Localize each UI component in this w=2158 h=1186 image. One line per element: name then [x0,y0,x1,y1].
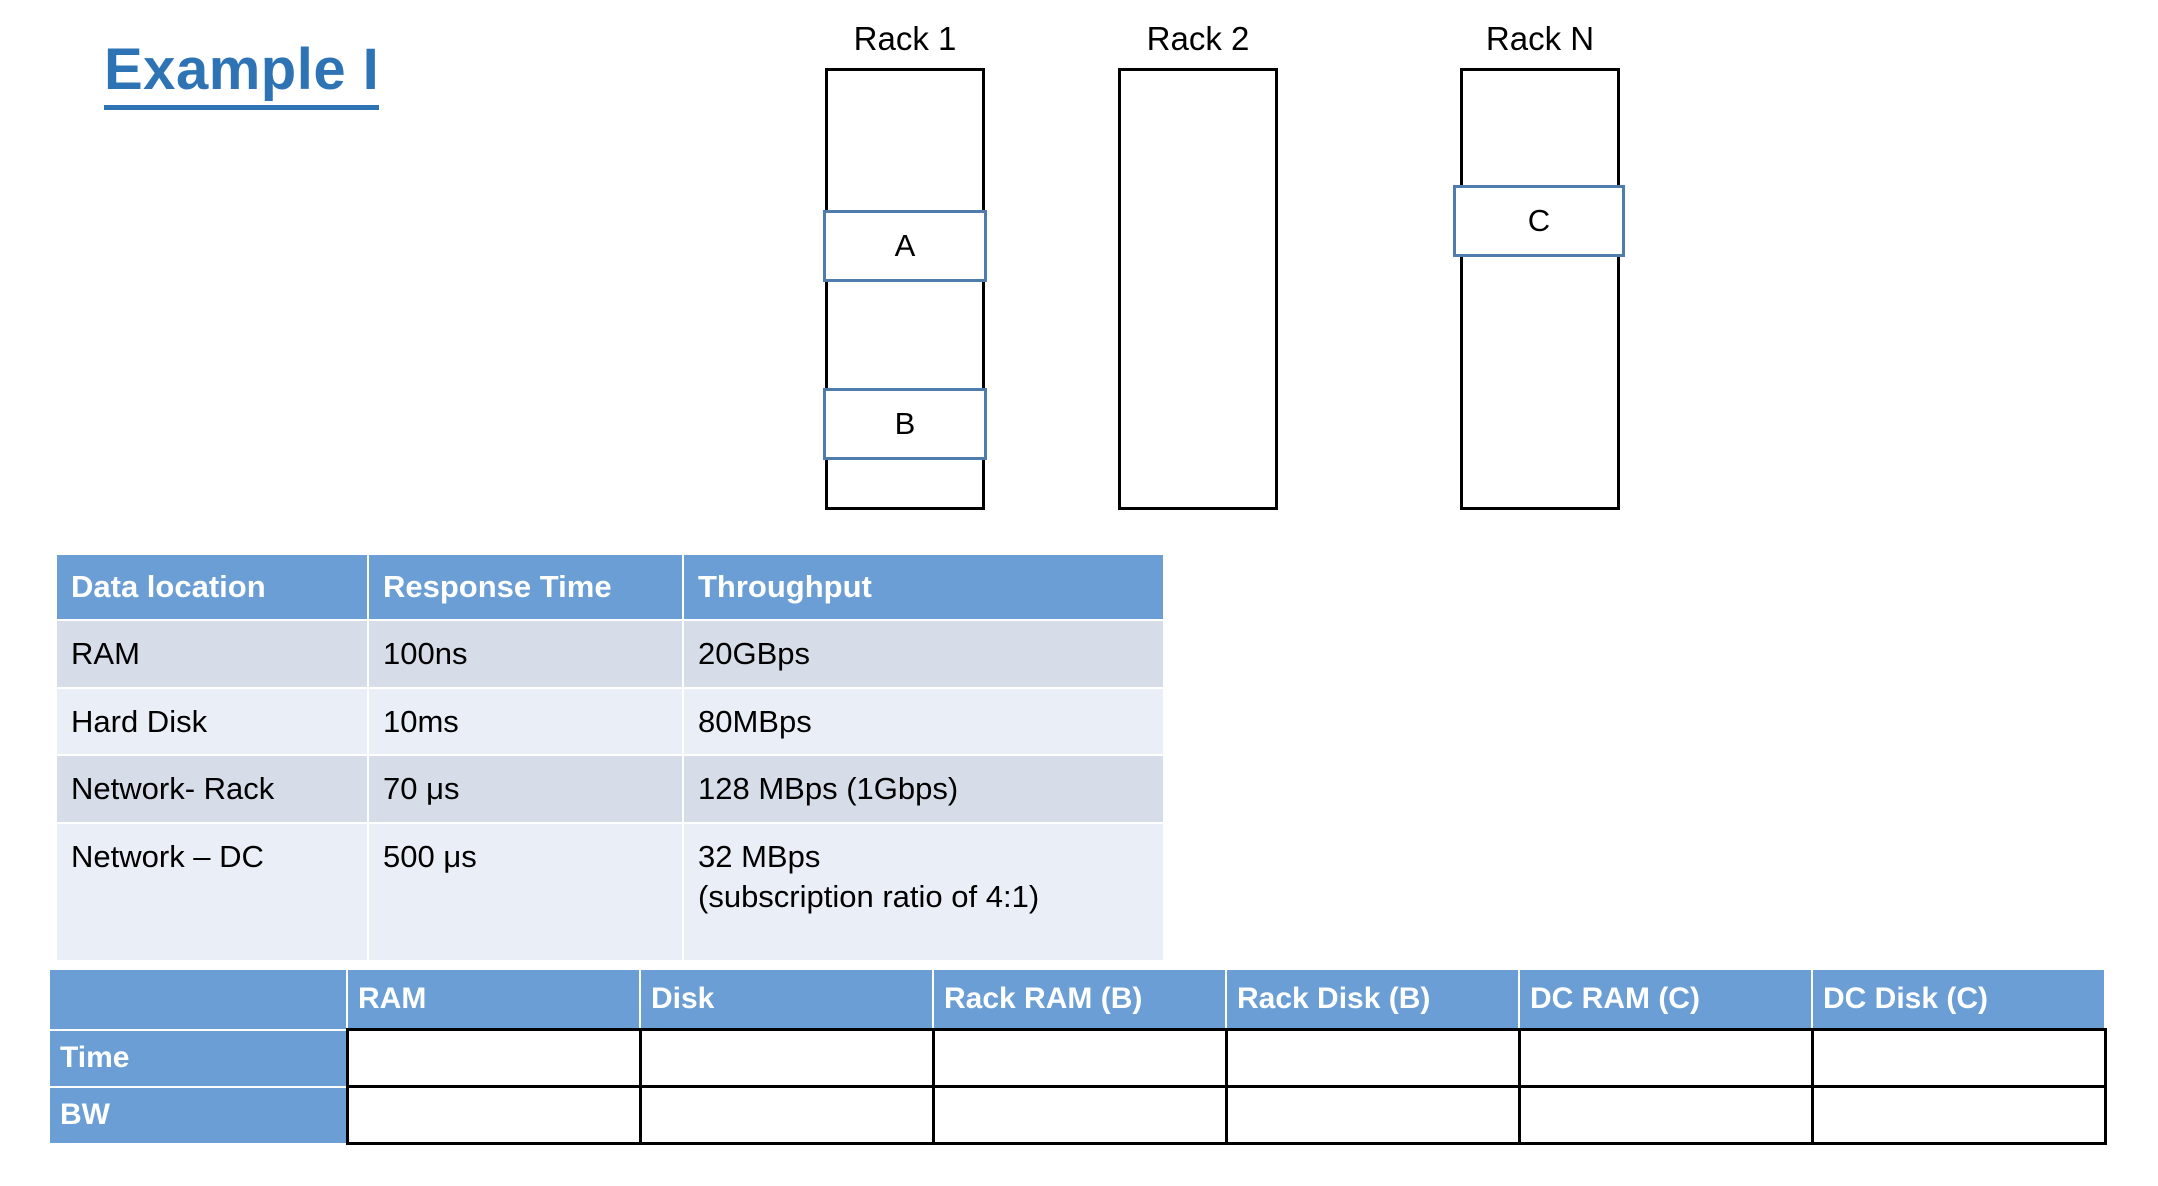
answer-row-header-bw: BW [48,1085,348,1145]
rack-body-2 [1118,68,1278,510]
answer-cell-time-rack-disk-b[interactable] [1224,1028,1521,1088]
cell-response: 100ns [367,619,684,689]
answer-cell-time-dc-disk-c[interactable] [1810,1028,2107,1088]
cell-location: Network- Rack [55,754,369,825]
answer-corner-cell [48,968,348,1031]
cell-response: 70 μs [367,754,684,825]
answer-cell-time-ram[interactable] [345,1028,642,1088]
rack-slot-b-label: B [894,406,916,441]
page-title: Example I [104,39,380,110]
cell-throughput: 128 MBps (1Gbps) [682,754,1165,825]
header-data-location: Data location [55,553,369,621]
rack-slot-c-label: C [1527,203,1551,238]
cell-response: 500 μs [367,822,684,963]
table-row: Hard Disk 10ms 80MBps [55,686,1165,757]
rack-label-1: Rack 1 [853,20,957,57]
answer-header-dc-ram-c: DC RAM (C) [1518,968,1813,1031]
rack-label-2: Rack 2 [1146,20,1250,57]
rack-slot-a[interactable]: A [823,210,987,282]
answer-header-rack-ram-b: Rack RAM (B) [932,968,1227,1031]
table-row: Network – DC 500 μs 32 MBps (subscriptio… [55,822,1165,963]
answer-cell-bw-rack-disk-b[interactable] [1224,1085,1521,1145]
cell-response: 10ms [367,686,684,757]
rack-slot-c[interactable]: C [1453,185,1625,257]
cell-throughput-line1: 32 MBps [698,839,821,875]
header-throughput: Throughput [682,553,1165,621]
answer-header-row: RAM Disk Rack RAM (B) Rack Disk (B) DC R… [48,968,2106,1031]
table-row: RAM 100ns 20GBps [55,619,1165,689]
table-row: Network- Rack 70 μs 128 MBps (1Gbps) [55,754,1165,825]
answer-cell-time-dc-ram-c[interactable] [1517,1028,1814,1088]
rack-group-n: Rack N C [1453,20,1625,520]
answer-cell-bw-dc-disk-c[interactable] [1810,1085,2107,1145]
answer-cell-bw-rack-ram-b[interactable] [931,1085,1228,1145]
rack-group-2: Rack 2 [1118,20,1278,520]
answer-header-rack-disk-b: Rack Disk (B) [1225,968,1520,1031]
answer-table: RAM Disk Rack RAM (B) Rack Disk (B) DC R… [48,968,2107,1145]
cell-throughput: 32 MBps (subscription ratio of 4:1) [682,822,1165,963]
answer-row-bw: BW [48,1085,2107,1145]
answer-cell-bw-dc-ram-c[interactable] [1517,1085,1814,1145]
rack-slot-b[interactable]: B [823,388,987,460]
rack-slot-a-label: A [894,228,916,263]
answer-cell-bw-disk[interactable] [638,1085,935,1145]
answer-header-dc-disk-c: DC Disk (C) [1811,968,2106,1031]
rack-group-1: Rack 1 A B [823,20,987,520]
rack-label-n: Rack N [1485,20,1595,57]
cell-throughput: 20GBps [682,619,1165,689]
cell-throughput-line2: (subscription ratio of 4:1) [698,878,1040,914]
table-header-row: Data location Response Time Throughput [55,553,1165,621]
rack-diagram: Rack 1 A B Rack 2 Rack N C [0,0,2158,540]
cell-throughput: 80MBps [682,686,1165,757]
answer-cell-time-disk[interactable] [638,1028,935,1088]
answer-cell-bw-ram[interactable] [345,1085,642,1145]
cell-location: Network – DC [55,822,369,963]
answer-row-time: Time [48,1028,2107,1088]
rack-body-n [1460,68,1620,510]
latency-table: Data location Response Time Throughput R… [55,553,1165,963]
answer-cell-time-rack-ram-b[interactable] [931,1028,1228,1088]
answer-row-header-time: Time [48,1028,348,1088]
answer-header-ram: RAM [346,968,641,1031]
cell-location: Hard Disk [55,686,369,757]
answer-header-disk: Disk [639,968,934,1031]
header-response-time: Response Time [367,553,684,621]
cell-location: RAM [55,619,369,689]
